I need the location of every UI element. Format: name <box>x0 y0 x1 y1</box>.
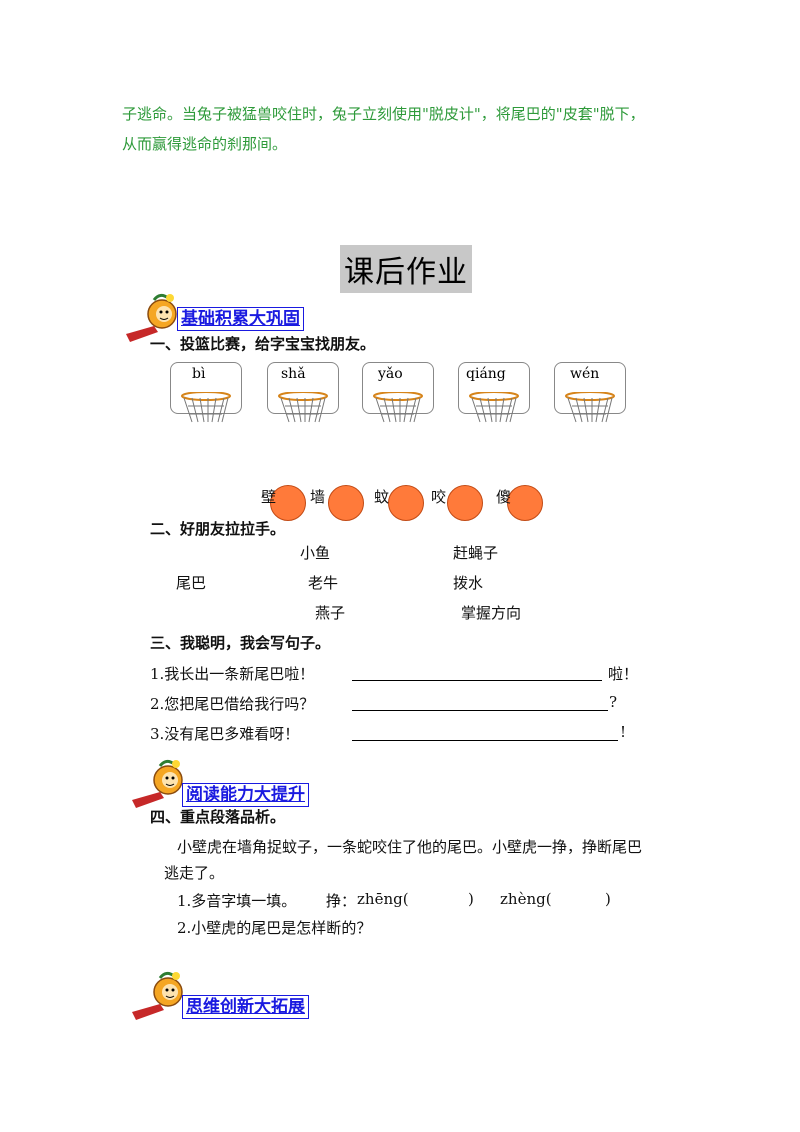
answer-blank-1[interactable] <box>410 888 466 908</box>
pinyin-label: bì <box>192 366 206 382</box>
answer-blank-2[interactable] <box>553 888 603 908</box>
hoop-4: qiáng <box>458 362 530 423</box>
basketball-icon <box>328 485 364 521</box>
sentence-end-1: 啦！ <box>608 665 639 683</box>
hoop-3: yǎo <box>362 362 434 423</box>
hoop-net-icon <box>469 392 519 423</box>
answer-line-3[interactable] <box>352 740 618 741</box>
match-right-1: 赶蝇子 <box>453 544 499 562</box>
sentence-end-2: ? <box>609 693 618 711</box>
char-label: 咬 <box>431 488 447 506</box>
cartoon-mascot-icon <box>130 758 194 810</box>
sentence-prompt-3: 3.没有尾巴多难看呀！ <box>150 725 300 743</box>
section1-title: 一、投篮比赛，给字宝宝找朋友。 <box>150 335 376 353</box>
cartoon-mascot-icon <box>130 970 194 1022</box>
basketball-icon <box>447 485 483 521</box>
question-1-label: 1.多音字填一填。 <box>177 892 297 910</box>
pinyin-label: shǎ <box>281 366 306 382</box>
basketball-icon <box>270 485 306 521</box>
pinyin-label: qiáng <box>466 366 506 382</box>
pinyin-option-2-close: ) <box>605 890 611 908</box>
char-label: 壁 <box>261 488 277 506</box>
basketball-icon <box>388 485 424 521</box>
hoop-net-icon <box>565 392 615 423</box>
intro-line-1: 子逃命。当兔子被猛兽咬住时，兔子立刻使用"脱皮计"，将尾巴的"皮套"脱下， <box>122 105 645 123</box>
pinyin-label: yǎo <box>378 366 403 382</box>
passage-line-1: 小壁虎在墙角捉蚊子，一条蛇咬住了他的尾巴。小壁虎一挣，挣断尾巴 <box>177 838 643 856</box>
hoop-net-icon <box>181 392 231 423</box>
pinyin-option-1: zhēng( <box>357 890 409 908</box>
intro-line-2: 从而赢得逃命的刹那间。 <box>122 135 288 153</box>
question-1-char: 挣： <box>326 892 357 910</box>
pinyin-option-1-close: ) <box>468 890 474 908</box>
pinyin-option-2: zhèng( <box>500 890 552 908</box>
sentence-prompt-1: 1.我长出一条新尾巴啦！ <box>150 665 315 683</box>
page-title: 课后作业 <box>340 245 472 293</box>
cartoon-mascot-icon <box>124 292 188 344</box>
hoop-1: bì <box>170 362 242 423</box>
match-right-2: 拨水 <box>453 574 484 592</box>
match-right-3: 掌握方向 <box>461 604 522 622</box>
sentence-prompt-2: 2.您把尾巴借给我行吗？ <box>150 695 315 713</box>
answer-line-1[interactable] <box>352 680 602 681</box>
answer-line-2[interactable] <box>352 710 608 711</box>
match-left: 尾巴 <box>176 574 207 592</box>
hoop-net-icon <box>373 392 423 423</box>
char-label: 墙 <box>310 488 326 506</box>
pinyin-label: wén <box>570 366 600 382</box>
banner-basic: 基础积累大巩固 <box>177 307 304 331</box>
hoops-row: bì shǎ yǎo qiáng wén <box>170 362 626 432</box>
hoop-5: wén <box>554 362 626 423</box>
char-label: 傻 <box>496 488 512 506</box>
section3-title: 三、我聪明，我会写句子。 <box>150 634 331 652</box>
hoop-net-icon <box>278 392 328 423</box>
section4-title: 四、重点段落品析。 <box>150 808 286 826</box>
match-middle-1: 小鱼 <box>300 544 331 562</box>
basketball-icon <box>507 485 543 521</box>
sentence-end-3: ! <box>620 723 627 741</box>
hoop-2: shǎ <box>267 362 339 423</box>
char-label: 蚊 <box>374 488 390 506</box>
banner-thinking: 思维创新大拓展 <box>182 995 309 1019</box>
banner-reading: 阅读能力大提升 <box>182 783 309 807</box>
passage-line-2: 逃走了。 <box>164 864 225 882</box>
section2-title: 二、好朋友拉拉手。 <box>150 520 286 538</box>
match-middle-3: 燕子 <box>315 604 346 622</box>
match-middle-2: 老牛 <box>308 574 339 592</box>
question-2: 2.小壁虎的尾巴是怎样断的？ <box>177 919 372 937</box>
